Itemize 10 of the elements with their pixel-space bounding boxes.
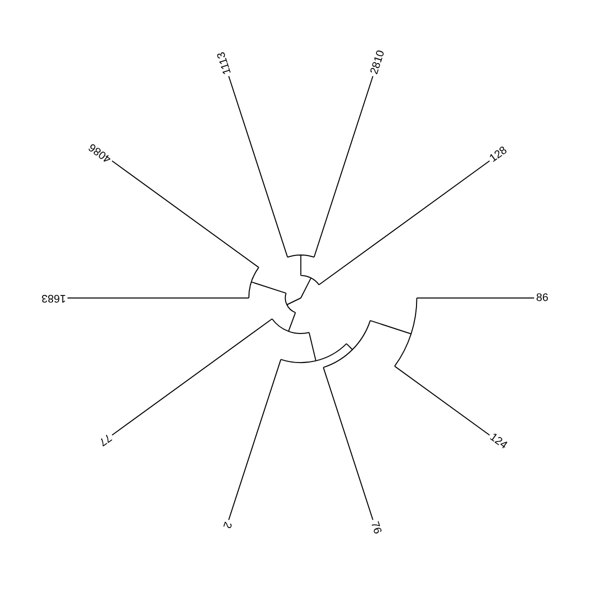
tip-label: 2 bbox=[220, 520, 235, 530]
tip-label: 76 bbox=[366, 520, 384, 536]
tip-label: 128 bbox=[487, 143, 510, 166]
tip-label: 86 bbox=[536, 291, 548, 305]
tip-label: 4086 bbox=[86, 140, 115, 166]
tip-label: 2810 bbox=[366, 48, 388, 76]
tip-label: 77 bbox=[96, 430, 115, 450]
tip-label: 1683 bbox=[41, 291, 66, 305]
tip-label: 124 bbox=[487, 430, 510, 453]
tip-label: 1113 bbox=[214, 50, 235, 76]
